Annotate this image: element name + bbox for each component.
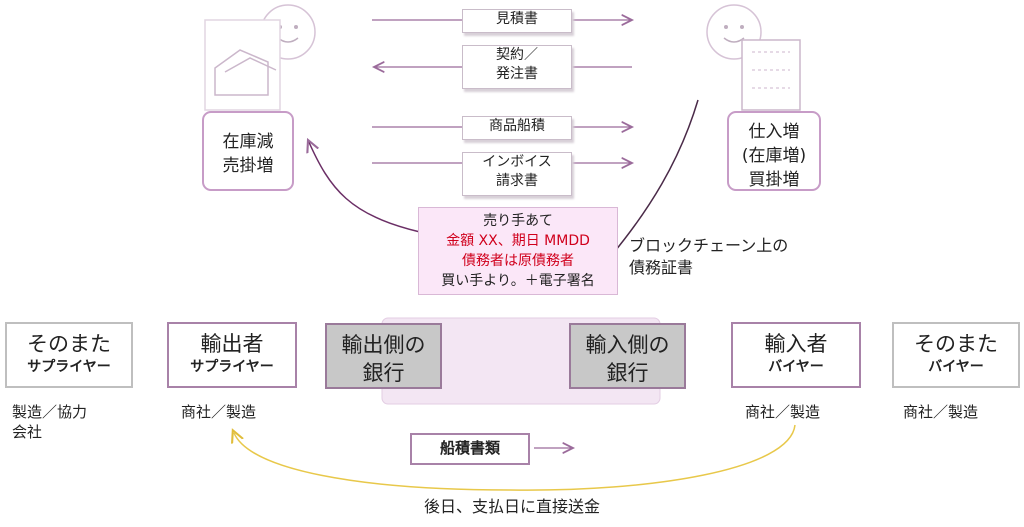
payment-caption: 後日、支払日に直接送金 — [423, 497, 600, 516]
blockchain-label-line2: 債務証書 — [629, 258, 694, 277]
doc-contract-line2: 発注書 — [496, 66, 538, 82]
arrow-note-to-seller — [308, 140, 421, 233]
other-supplier-caption-line1: 製造／協力 — [12, 403, 88, 421]
shipping-docs-label: 船積書類 — [439, 439, 500, 457]
doc-invoice-line2: 請求書 — [496, 173, 538, 189]
exporter-title: 輸出者 — [200, 332, 264, 356]
shipping-docs-box: 船積書類 — [410, 433, 530, 465]
doc-quote-label: 見積書 — [496, 11, 538, 27]
doc-shipment: 商品船積 — [462, 116, 572, 140]
seller-ledger: 在庫減 売掛増 — [203, 130, 293, 178]
buyer-ledger-line3: 買掛増 — [748, 170, 800, 190]
blockchain-label: ブロックチェーン上の 債務証書 — [629, 235, 788, 279]
debt-note: 売り手あて 金額 XX、期日 MMDD 債務者は原債務者 買い手より。＋電子署名 — [418, 207, 618, 295]
other-buyer-sub: バイヤー — [928, 359, 984, 375]
seller-ledger-line2: 売掛増 — [222, 156, 274, 176]
other-buyer-caption: 商社／製造 — [903, 403, 979, 421]
seller-ledger-line1: 在庫減 — [222, 132, 274, 152]
import-bank-line1: 輸入側の — [585, 333, 670, 357]
other-buyer-box: そのまた バイヤー — [892, 322, 1020, 388]
line-buyer-to-note — [605, 99, 699, 263]
importer-sub: バイヤー — [768, 359, 824, 375]
doc-quote: 見積書 — [462, 9, 572, 33]
doc-invoice-line1: インボイス — [482, 154, 552, 170]
doc-contract: 契約／ 発注書 — [462, 45, 572, 89]
export-bank-line1: 輸出側の — [341, 333, 426, 357]
note-line2: 金額 XX、期日 MMDD — [446, 233, 590, 249]
seller-figure — [202, 4, 316, 191]
buyer-ledger-line1: 仕入増 — [748, 122, 800, 142]
other-supplier-sub: サプライヤー — [27, 359, 111, 375]
note-line3: 債務者は原債務者 — [462, 253, 574, 269]
other-buyer-title: そのまた — [914, 332, 998, 356]
buyer-figure — [706, 4, 821, 191]
importer-box: 輸入者 バイヤー — [731, 322, 861, 388]
exporter-box: 輸出者 サプライヤー — [167, 322, 297, 388]
note-line4: 買い手より。＋電子署名 — [441, 273, 595, 289]
exporter-caption: 商社／製造 — [181, 403, 257, 421]
exporter-sub: サプライヤー — [190, 359, 274, 375]
note-line1: 売り手あて — [483, 213, 553, 229]
buyer-ledger-line2: (在庫増) — [741, 146, 807, 166]
doc-shipment-label: 商品船積 — [489, 118, 545, 134]
importer-title: 輸入者 — [764, 332, 828, 356]
shelf-icon — [741, 39, 801, 111]
blockchain-label-line1: ブロックチェーン上の — [629, 236, 789, 255]
doc-contract-line1: 契約／ — [496, 47, 538, 63]
warehouse-icon — [214, 49, 269, 96]
other-supplier-caption-line2: 会社 — [12, 423, 43, 441]
export-bank-line2: 銀行 — [362, 361, 405, 385]
other-supplier-title: そのまた — [27, 332, 111, 356]
other-supplier-box: そのまた サプライヤー — [5, 322, 133, 388]
arrow-payment-curve — [234, 424, 796, 491]
buyer-ledger: 仕入増 (在庫増) 買掛増 — [728, 120, 820, 192]
import-bank-box: 輸入側の 銀行 — [569, 323, 686, 389]
other-supplier-caption: 製造／協力 会社 — [12, 402, 87, 442]
export-bank-box: 輸出側の 銀行 — [325, 323, 442, 389]
importer-caption: 商社／製造 — [745, 403, 821, 421]
import-bank-line2: 銀行 — [606, 361, 649, 385]
doc-invoice: インボイス 請求書 — [462, 152, 572, 196]
